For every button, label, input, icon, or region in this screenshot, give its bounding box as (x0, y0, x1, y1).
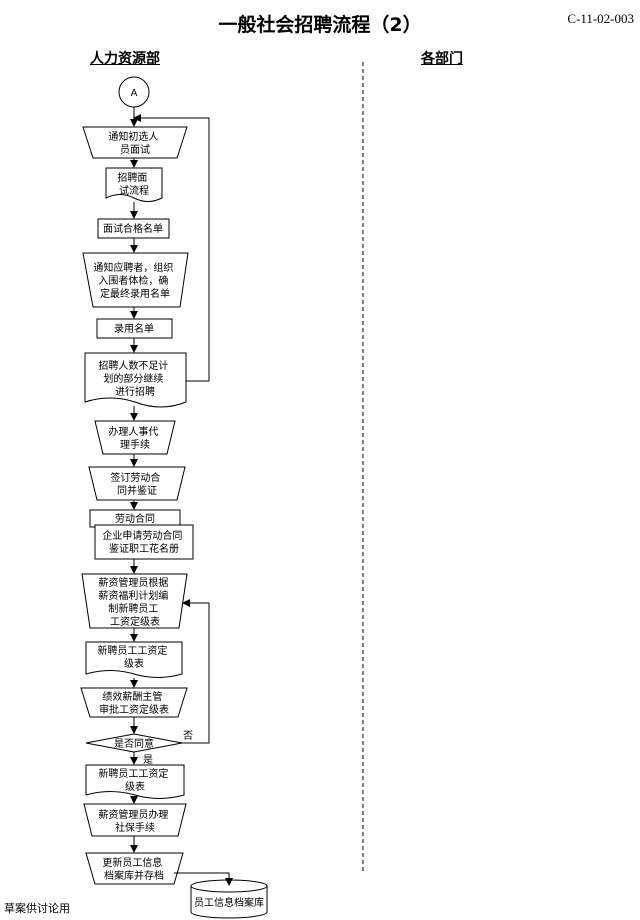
step-new-salary-table-final-label: 新聘员工工资定 级表 (98, 767, 171, 793)
data-store-archive-label: 员工信息档案库 (194, 896, 264, 909)
step-interview-process-label: 招聘面 试流程 (117, 171, 150, 197)
column-header-departments: 各部门 (421, 51, 463, 67)
step-notify-applicants-label: 通知应聘者，组织 入围者体检，确 定最终录用名单 (93, 261, 176, 300)
step-new-salary-table-label: 新聘员工工资定 级表 (97, 644, 170, 670)
step-sign-contract-label: 签订劳动合 同并鉴证 (110, 471, 163, 497)
step-update-archive-label: 更新员工信息 档案库并存档 (102, 856, 165, 882)
step-sign-contract (88, 466, 186, 501)
step-approve-salary (80, 687, 188, 718)
edge-archive (174, 872, 233, 886)
step-update-archive (85, 852, 184, 885)
step-notify-applicants (82, 252, 189, 308)
edge-yes-label: 是 (143, 754, 153, 766)
step-continue-recruit-label: 招聘人数不足计 划的部分继续 进行招聘 (98, 359, 171, 398)
step-interview-process (105, 167, 163, 202)
footer-note: 草案供讨论用 (4, 902, 70, 915)
step-hire-list-label: 录用名单 (114, 322, 154, 335)
step-new-salary-table (85, 641, 183, 678)
step-personnel-agency (94, 420, 176, 455)
step-notify-initial (82, 126, 188, 159)
connector-a-label: A (131, 88, 138, 99)
step-approve-salary-label: 绩效薪酬主管 审批工资定级表 (99, 690, 169, 716)
edge-loop-continue (133, 114, 210, 382)
step-qualified-list-label: 面试合格名单 (103, 222, 163, 235)
step-personnel-agency-label: 办理人事代 理手续 (108, 425, 161, 451)
column-header-hr: 人力资源部 (90, 51, 160, 67)
step-salary-prepare (81, 573, 188, 629)
data-store-archive (190, 879, 268, 919)
document-code: C-11-02-003 (567, 11, 634, 26)
step-continue-recruit (84, 352, 187, 408)
step-apply-verification-label: 企业申请劳动合同 鉴证职工花名册 (102, 529, 185, 555)
page-title: 一般社会招聘流程（2） (218, 14, 422, 36)
edge-no (182, 599, 210, 744)
step-social-insurance (83, 803, 187, 837)
step-salary-prepare-label: 薪资管理员根据 薪资福利计划编 制新聘员工 工资定级表 (98, 576, 171, 628)
step-notify-initial-label: 通知初选人 员面试 (108, 130, 161, 156)
step-apply-verification (94, 524, 194, 560)
edge-no-label: 否 (183, 730, 193, 742)
step-labor-contract-label: 劳动合同 (115, 512, 155, 525)
step-new-salary-table-final (85, 764, 185, 799)
decision-agree-label: 是否同意 (114, 737, 154, 750)
step-social-insurance-label: 薪资管理员办理 社保手续 (98, 808, 171, 834)
